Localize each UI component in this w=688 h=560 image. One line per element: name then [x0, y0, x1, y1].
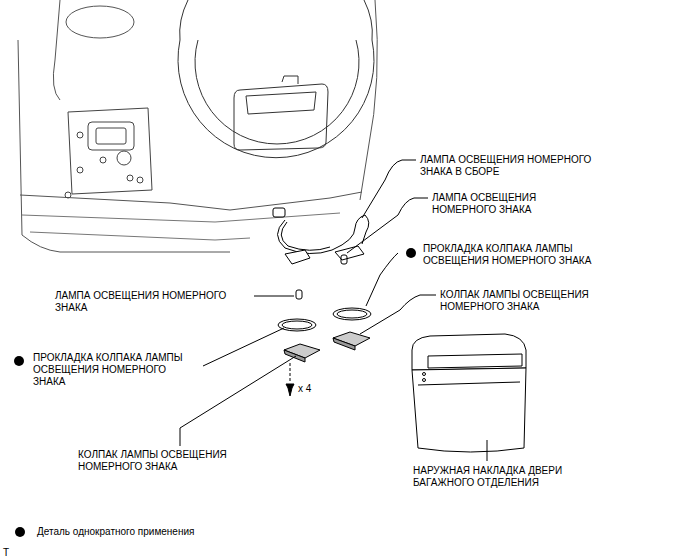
- quantity-note: x 4: [298, 383, 338, 395]
- part-label: ЛАМПА ОСВЕЩЕНИЯ НОМЕРНОГО ЗНАКА: [432, 192, 552, 216]
- part-label: КОЛПАК ЛАМПЫ ОСВЕЩЕНИЯ НОМЕРНОГО ЗНАКА: [440, 289, 620, 313]
- part-label: ЛАМПА ОСВЕЩЕНИЯ НОМЕРНОГО ЗНАКА: [55, 290, 251, 314]
- part-label: КОЛПАК ЛАМПЫ ОСВЕЩЕНИЯ НОМЕРНОГО ЗНАКА: [78, 449, 253, 473]
- figure-mark: T: [3, 547, 23, 559]
- legend-text: Деталь однократного применения: [37, 526, 337, 538]
- part-label: НАРУЖНАЯ НАКЛАДКА ДВЕРИ БАГАЖНОГО ОТДЕЛЕ…: [413, 465, 588, 489]
- part-label: ЛАМПА ОСВЕЩЕНИЯ НОМЕРНОГО ЗНАКА В СБОРЕ: [420, 154, 625, 178]
- part-label: ПРОКЛАДКА КОЛПАКА ЛАМПЫ ОСВЕЩЕНИЯ НОМЕРН…: [33, 352, 198, 388]
- part-label: ПРОКЛАДКА КОЛПАКА ЛАМПЫ ОСВЕЩЕНИЯ НОМЕРН…: [423, 243, 608, 267]
